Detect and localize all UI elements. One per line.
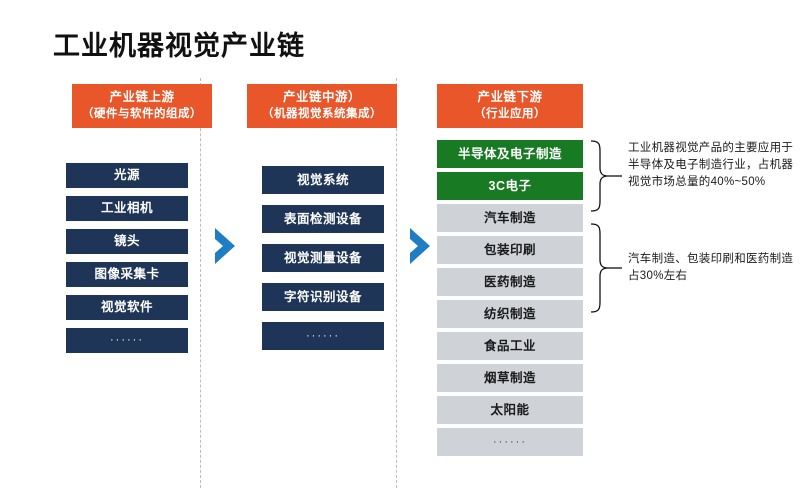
column-header-downstream-line2: （行业应用） <box>474 108 546 120</box>
list-item: 图像采集卡 <box>66 262 188 287</box>
list-item: 光源 <box>66 163 188 188</box>
list-item: 包装印刷 <box>437 236 583 264</box>
midstream-item-list: 视觉系统 表面检测设备 视觉测量设备 字符识别设备 ······ <box>262 166 384 361</box>
list-item: 字符识别设备 <box>262 283 384 311</box>
chevron-right-icon <box>408 226 436 266</box>
column-separator-1 <box>200 78 201 488</box>
list-item: 视觉测量设备 <box>262 244 384 272</box>
list-item: 纺织制造 <box>437 300 583 328</box>
annotation-semiconductor: 工业机器视觉产品的主要应用于半导体及电子制造行业，占机器视觉市场总量的40%~5… <box>628 142 794 188</box>
column-header-midstream-line2: （机器视觉系统集成） <box>262 108 382 120</box>
list-item: 表面检测设备 <box>262 205 384 233</box>
list-item-ellipsis: ······ <box>437 428 583 456</box>
upstream-item-list: 光源 工业相机 镜头 图像采集卡 视觉软件 ······ <box>66 163 188 361</box>
list-item: 汽车制造 <box>437 204 583 232</box>
list-item: 食品工业 <box>437 332 583 360</box>
list-item: 视觉系统 <box>262 166 384 194</box>
curly-brace-icon <box>589 222 623 314</box>
annotation-automotive: 汽车制造、包装印刷和医药制造占30%左右 <box>628 253 794 282</box>
chevron-right-icon <box>213 226 241 266</box>
column-header-upstream-line2: （硬件与软件的组成） <box>82 108 202 120</box>
list-item: 烟草制造 <box>437 364 583 392</box>
list-item-highlighted: 3C电子 <box>437 172 583 200</box>
downstream-item-list: 半导体及电子制造 3C电子 汽车制造 包装印刷 医药制造 纺织制造 食品工业 烟… <box>437 140 583 460</box>
column-header-downstream: 产业链下游 （行业应用） <box>437 84 583 128</box>
list-item: 太阳能 <box>437 396 583 424</box>
list-item: 视觉软件 <box>66 295 188 320</box>
list-item: 医药制造 <box>437 268 583 296</box>
column-header-upstream-line1: 产业链上游 <box>109 90 175 104</box>
list-item-ellipsis: ······ <box>262 322 384 350</box>
page-title: 工业机器视觉产业链 <box>53 31 305 61</box>
list-item-ellipsis: ······ <box>66 328 188 353</box>
column-header-downstream-line1: 产业链下游 <box>477 90 543 104</box>
curly-brace-icon <box>589 139 623 213</box>
column-header-midstream: 产业链中游） （机器视觉系统集成） <box>247 84 397 128</box>
list-item: 镜头 <box>66 229 188 254</box>
column-separator-2 <box>396 78 397 488</box>
column-header-midstream-line1: 产业链中游） <box>282 90 361 104</box>
column-header-upstream: 产业链上游 （硬件与软件的组成） <box>72 84 212 128</box>
list-item: 工业相机 <box>66 196 188 221</box>
list-item-highlighted: 半导体及电子制造 <box>437 140 583 168</box>
